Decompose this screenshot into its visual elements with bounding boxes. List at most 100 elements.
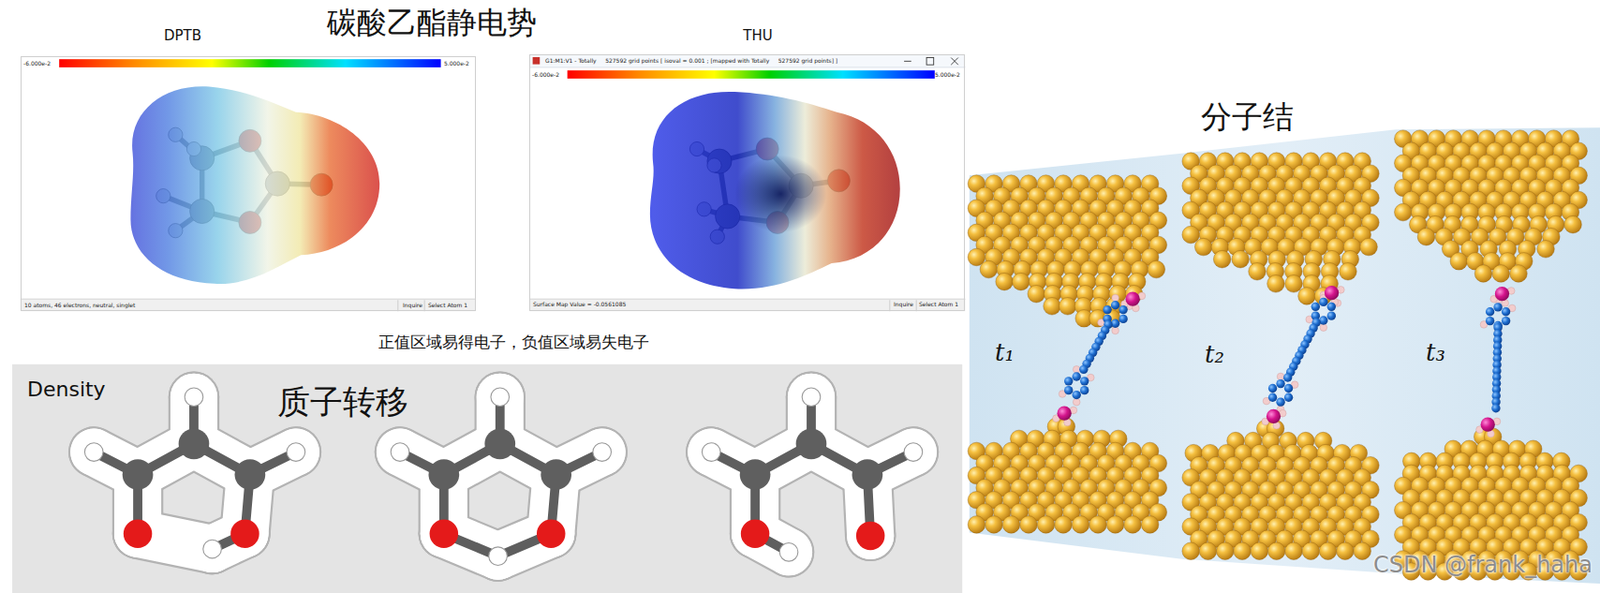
- gold-atom: [1182, 225, 1200, 244]
- maximize-button: [926, 58, 934, 66]
- carbon-chain: [1493, 302, 1502, 312]
- carbon-chain: [1284, 384, 1293, 393]
- scale-value: 5.000e-2: [444, 60, 470, 68]
- watermark: CSDN @frank_haha: [1373, 552, 1593, 579]
- carbon-chain: [1080, 376, 1089, 386]
- panel-heading: DPTB: [163, 28, 202, 45]
- hydrogen-atoms: [1052, 286, 1516, 438]
- gold-atom: [1285, 542, 1304, 561]
- esp-window-right: [916, 299, 918, 312]
- gold-atom: [1231, 250, 1250, 268]
- status-text: Surface Map Value = -0.0561085: [533, 301, 626, 309]
- atom: [536, 518, 566, 549]
- gold-atom: [1037, 516, 1055, 534]
- scale-value: 5.000e-2: [934, 72, 961, 79]
- sulfur-anchor: [1324, 285, 1339, 300]
- carbon-chain: [1284, 393, 1293, 402]
- esp-window-left: [20, 56, 476, 312]
- gold-atom: [1394, 203, 1413, 222]
- esp-window-right: [529, 298, 965, 300]
- sulfur-anchor: [1125, 292, 1140, 307]
- gold-atom: [1147, 260, 1166, 279]
- scale-value: -6.000e-2: [532, 72, 560, 79]
- atom: [592, 443, 612, 462]
- esp-window-left: [20, 56, 476, 312]
- atom: [903, 443, 923, 462]
- density-cloud: [376, 373, 626, 580]
- atom: [429, 459, 460, 490]
- atom: [122, 459, 154, 490]
- gold-atom: [1250, 542, 1269, 561]
- junction-background: [969, 127, 1600, 584]
- atom: [178, 429, 210, 460]
- gold-atom: [1233, 542, 1252, 561]
- gold-atom: [1302, 542, 1320, 561]
- density-panel: Density质子转移: [12, 364, 963, 593]
- density-cloud: [474, 533, 522, 580]
- esp-window-right: [529, 54, 965, 68]
- sulfur-anchor: [1057, 285, 1511, 432]
- carbon-chain: [1275, 379, 1285, 388]
- carbon-chain: [1327, 311, 1336, 320]
- esp-window-left: [20, 298, 476, 312]
- atom: [852, 459, 884, 490]
- atom: [779, 543, 799, 563]
- gold-atom: [1199, 542, 1217, 561]
- esp-window-left: [397, 299, 399, 312]
- gold-atom: [979, 260, 998, 279]
- density-cloud: [376, 429, 424, 476]
- esp-window-right: [529, 66, 965, 68]
- time-label: t₂: [1204, 340, 1225, 370]
- density-panel: [12, 364, 963, 593]
- status-button: Select Atom 1: [918, 301, 959, 309]
- carbon-chain: [1501, 316, 1511, 326]
- atom: [856, 521, 886, 551]
- carbon-chain: [1275, 398, 1285, 407]
- sulfur-anchor: [1495, 286, 1510, 301]
- atom: [490, 387, 510, 407]
- carbon-chain: [1283, 372, 1292, 382]
- carbon-chain: [1268, 393, 1277, 402]
- gold-atom: [1027, 284, 1046, 303]
- gold-atom: [1124, 516, 1142, 534]
- gold-atom: [1339, 262, 1358, 281]
- atom: [540, 459, 572, 490]
- scale-value: -6.000e-2: [23, 60, 51, 68]
- atom: [801, 387, 821, 407]
- gold-atom: [1336, 542, 1355, 561]
- atom: [701, 387, 922, 562]
- sulfur-anchor: [1481, 417, 1496, 432]
- gold-atom: [967, 516, 986, 534]
- molecular-wires: [1052, 285, 1516, 438]
- atom: [796, 429, 828, 460]
- hydrogen-atoms: [1111, 294, 1120, 302]
- gold-atom: [1089, 516, 1108, 534]
- carbon-chain: [1111, 300, 1120, 310]
- density-outline: [374, 371, 628, 582]
- gold-atom: [1360, 237, 1378, 256]
- panel-heading: THU: [742, 28, 772, 45]
- carbon-chain: [1064, 385, 1073, 395]
- esp-window-left: [59, 59, 441, 68]
- atom: [429, 518, 460, 549]
- carbon-chain: [1311, 302, 1320, 312]
- panel-label: Density: [27, 377, 106, 401]
- gold-atom: [1318, 542, 1337, 561]
- atom: [203, 539, 223, 559]
- time-label: t₃: [1425, 339, 1446, 368]
- gold-atom: [1020, 516, 1038, 534]
- sulfur-anchor: [1057, 406, 1072, 421]
- gold-atom: [1474, 265, 1493, 283]
- molecular-junctions: [967, 127, 1600, 584]
- carbon-chain: [1268, 384, 1277, 393]
- status-button: Inquire: [402, 302, 423, 310]
- atom: [84, 387, 305, 559]
- status-button: Select Atom 1: [428, 302, 468, 310]
- gold-atom: [1071, 516, 1090, 534]
- gold-atom: [1353, 542, 1372, 561]
- esp-window-left: [20, 298, 476, 300]
- hydrogen-atoms: [1072, 366, 1081, 374]
- carbon-chain: [1318, 297, 1328, 307]
- gold-atom: [1492, 265, 1511, 283]
